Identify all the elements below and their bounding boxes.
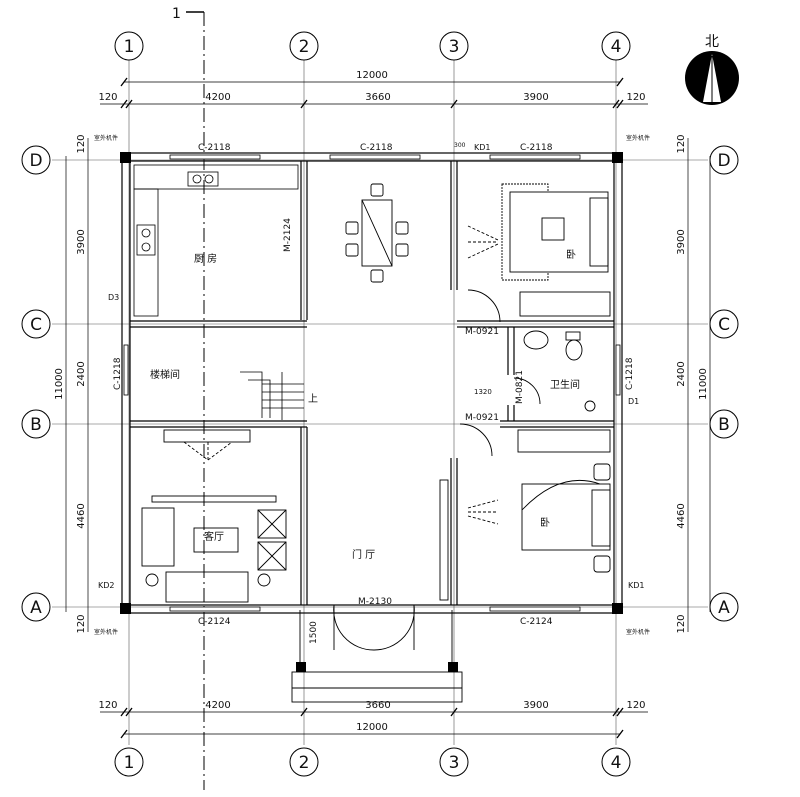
- dims-top: [100, 77, 648, 109]
- stair: [240, 371, 304, 420]
- dim-edge-left-top: 120: [76, 134, 87, 153]
- axis-2-top: 2: [299, 37, 310, 57]
- dim-cb-right: 2400: [676, 361, 687, 386]
- axis-D-right: D: [717, 151, 730, 171]
- dim-span3-top: 3900: [523, 92, 548, 103]
- axis-B-right: B: [718, 415, 730, 435]
- window-label-bath: C-1218: [625, 357, 635, 390]
- dim-cb-left: 2400: [76, 361, 87, 386]
- room-hall: 门 厅: [352, 548, 375, 561]
- tag-300-top: 300: [454, 142, 466, 149]
- window-label-kitchen: C-2118: [198, 143, 231, 153]
- dims-bottom: [100, 707, 648, 739]
- dining-table: [345, 183, 409, 283]
- door-label-kitchen: M-2124: [283, 218, 293, 252]
- axis-B-left: B: [30, 415, 42, 435]
- columns: [120, 152, 623, 672]
- room-stair: 楼梯间: [150, 368, 180, 381]
- dim-edge-bot-r: 120: [626, 700, 645, 711]
- dim-edge-left-bot: 120: [76, 614, 87, 633]
- axis-4-top: 4: [611, 37, 622, 57]
- dim-edge-right-bot: 120: [676, 614, 687, 633]
- dim-span3-bot: 3900: [523, 700, 548, 711]
- dim-span2-top: 3660: [365, 92, 390, 103]
- tag-ac-tl: 室外机件: [94, 134, 118, 142]
- section-mark: 1: [172, 6, 205, 790]
- dim-dc-left: 3900: [76, 229, 87, 254]
- room-bath: 卫生间: [550, 378, 580, 391]
- stair-up-label: 上: [308, 393, 318, 405]
- kitchen-counter: [133, 164, 299, 317]
- door-label-bath: M-0821: [515, 370, 525, 404]
- window-label-dining: C-2118: [360, 143, 393, 153]
- tag-d1: D1: [628, 397, 639, 406]
- dim-total-bot: 12000: [356, 722, 388, 733]
- axis-2-bottom: 2: [299, 753, 310, 773]
- tag-d3: D3: [108, 293, 119, 302]
- dim-total-right: 11000: [698, 368, 709, 400]
- axis-D-left: D: [29, 151, 42, 171]
- dim-1320: 1320: [474, 388, 492, 396]
- bath-fixtures: [513, 330, 596, 412]
- dim-ba-right: 4460: [676, 503, 687, 528]
- axis-C-right: C: [718, 315, 730, 335]
- tag-kd1-bot: KD1: [628, 581, 645, 590]
- axis-lines: [52, 60, 708, 745]
- axis-A-left: A: [30, 598, 42, 618]
- room-kitchen: 厨 房: [194, 252, 217, 265]
- dim-span1-bot: 4200: [205, 700, 230, 711]
- section-label: 1: [172, 6, 181, 22]
- axis-bubbles: 1 2 3 4 1 2 3 4 D C B A D C B A: [21, 31, 739, 777]
- axis-C-left: C: [30, 315, 42, 335]
- tag-kd2: KD2: [98, 581, 115, 590]
- door-label-bed1: M-0921: [465, 327, 499, 337]
- dim-edge-bot-l: 120: [98, 700, 117, 711]
- bed-2: [459, 423, 611, 573]
- room-bed1: 卧: [566, 248, 576, 261]
- room-bed2: 卧: [540, 516, 550, 529]
- dim-total-left: 11000: [54, 368, 65, 400]
- tag-ac-br: 室外机件: [626, 628, 650, 636]
- dims-sides: [65, 138, 711, 632]
- walls: [121, 152, 623, 614]
- windows: [123, 154, 621, 612]
- axis-1-bottom: 1: [124, 753, 135, 773]
- dim-edge-top-l: 120: [98, 92, 117, 103]
- dim-ba-left: 4460: [76, 503, 87, 528]
- room-living: 客厅: [204, 530, 224, 543]
- door-label-bed2: M-0921: [465, 413, 499, 423]
- window-label-stair: C-1218: [113, 357, 123, 390]
- dim-total-top: 12000: [356, 70, 388, 81]
- north-label: 北: [705, 34, 719, 50]
- tag-kd1-top: KD1: [474, 143, 491, 152]
- dim-dc-right: 3900: [676, 229, 687, 254]
- dim-span1-top: 4200: [205, 92, 230, 103]
- north-arrow: 北: [685, 34, 739, 105]
- living-furniture: [141, 429, 287, 603]
- entrance: [291, 479, 463, 703]
- door-label-entrance: M-2130: [358, 597, 392, 607]
- window-label-bed1: C-2118: [520, 143, 553, 153]
- axis-3-bottom: 3: [449, 753, 460, 773]
- axis-1-top: 1: [124, 37, 135, 57]
- window-label-bed2: C-2124: [520, 617, 553, 627]
- dim-span2-bot: 3660: [365, 700, 390, 711]
- bed-1: [467, 183, 611, 323]
- axis-3-top: 3: [449, 37, 460, 57]
- dim-edge-top-r: 120: [626, 92, 645, 103]
- window-label-living: C-2124: [198, 617, 231, 627]
- dim-porch: 1500: [309, 621, 319, 644]
- axis-A-right: A: [718, 598, 730, 618]
- dim-edge-right-top: 120: [676, 134, 687, 153]
- tag-ac-bl: 室外机件: [94, 628, 118, 636]
- tag-ac-tr: 室外机件: [626, 134, 650, 142]
- axis-4-bottom: 4: [611, 753, 622, 773]
